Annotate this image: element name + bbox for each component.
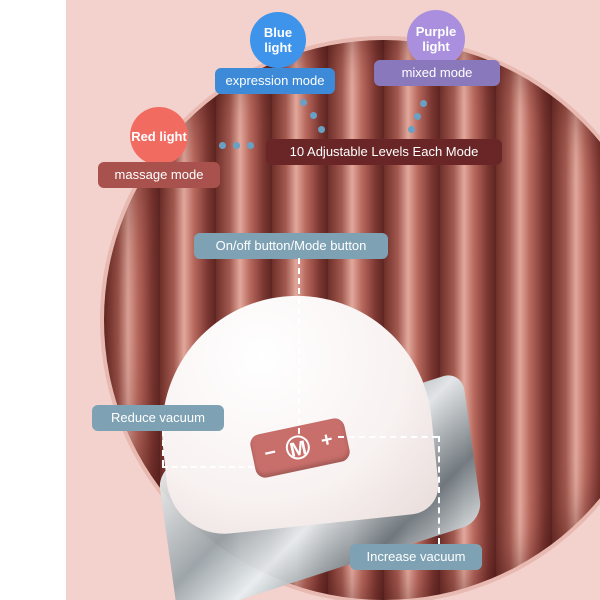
purple-light-bubble: Purple light	[407, 10, 465, 68]
connector-dot	[420, 100, 427, 107]
connector-dot	[414, 113, 421, 120]
minus-button[interactable]: −	[262, 441, 279, 466]
mixed-mode-label: mixed mode	[374, 60, 500, 86]
expression-mode-label: expression mode	[215, 68, 335, 94]
connector-line	[438, 436, 440, 544]
massage-mode-label: massage mode	[98, 162, 220, 188]
connector-dot	[318, 126, 325, 133]
connector-line	[162, 466, 254, 468]
backdrop-disc-rim	[100, 36, 600, 600]
red-light-bubble: Red light	[130, 107, 188, 165]
increase-vacuum-label: Increase vacuum	[350, 544, 482, 570]
connector-line	[298, 258, 300, 434]
connector-dot	[408, 126, 415, 133]
connector-line	[338, 436, 438, 438]
power-mode-button[interactable]: M	[283, 433, 313, 462]
connector-dot	[300, 99, 307, 106]
reduce-vacuum-label: Reduce vacuum	[92, 405, 224, 431]
connector-dot	[310, 112, 317, 119]
connector-dot	[219, 142, 226, 149]
blue-light-bubble: Blue light	[250, 12, 306, 68]
connector-line	[162, 430, 164, 466]
plus-button[interactable]: +	[318, 428, 335, 453]
connector-dot	[247, 142, 254, 149]
connector-dot	[233, 142, 240, 149]
adjustable-levels-label: 10 Adjustable Levels Each Mode	[266, 139, 502, 165]
onoff-mode-button-label: On/off button/Mode button	[194, 233, 388, 259]
